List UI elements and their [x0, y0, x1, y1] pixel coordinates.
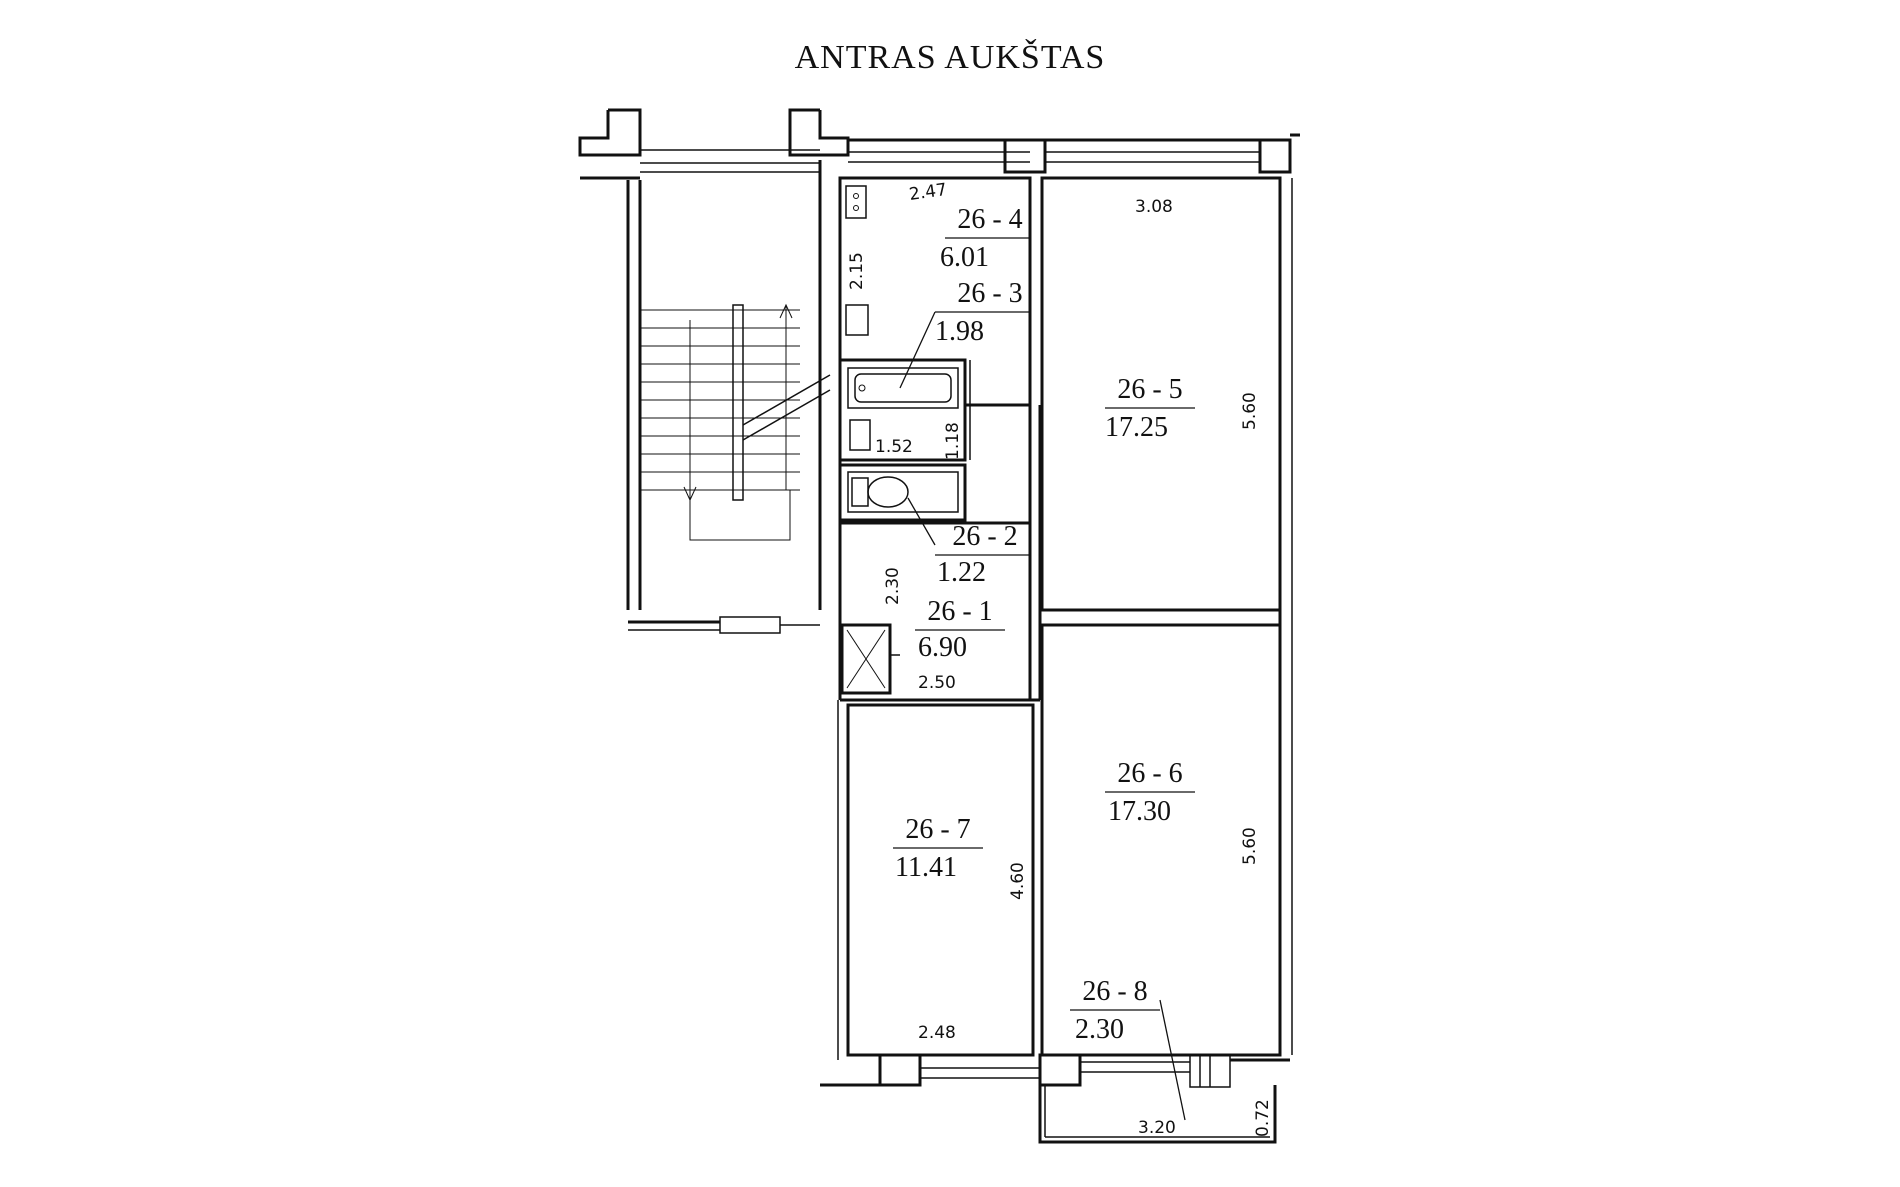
dim-room5-depth: 5.60: [1240, 392, 1260, 430]
dim-kitchen-width: 2.47: [908, 180, 948, 205]
room-id: 26 - 7: [905, 814, 970, 845]
apartment-walls: [820, 133, 1300, 1144]
room-id: 26 - 6: [1117, 758, 1182, 789]
plan-title: ANTRAS AUKŠTAS: [795, 38, 1106, 76]
room-id: 26 - 4: [957, 204, 1022, 235]
room-area: 6.01: [940, 242, 989, 273]
dim-kitchen-depth: 2.15: [847, 252, 867, 290]
dim-room7-width: 2.48: [918, 1023, 956, 1043]
leader-lines: [899, 311, 1186, 1121]
room-id: 26 - 3: [957, 278, 1022, 309]
room-area: 11.41: [895, 852, 957, 883]
dim-hall-depth: 2.30: [883, 567, 903, 605]
room-26-2: 26 - 2 1.22: [935, 521, 1030, 588]
dim-room7-depth: 4.60: [1008, 862, 1028, 900]
dim-bath-width: 1.52: [875, 437, 913, 457]
dim-room5-width: 3.08: [1135, 197, 1173, 217]
kitchen-fixtures: [845, 185, 869, 336]
dim-balcony-width: 3.20: [1138, 1118, 1176, 1138]
dim-hall-width: 2.50: [918, 673, 956, 693]
room-26-1: 26 - 1 6.90: [915, 596, 1005, 663]
room-26-8: 26 - 8 2.30: [1070, 976, 1160, 1045]
room-id: 26 - 8: [1082, 976, 1147, 1007]
dim-room6-depth: 5.60: [1240, 827, 1260, 865]
room-id: 26 - 5: [1117, 374, 1182, 405]
dimensions: 2.47 2.15 3.08 5.60 1.52 1.18 2.30 2.50 …: [847, 180, 1273, 1138]
dim-balcony-depth: 0.72: [1253, 1099, 1273, 1137]
stairwell: [578, 108, 850, 634]
room-area: 6.90: [918, 632, 967, 663]
room-26-4: 26 - 4 6.01: [940, 204, 1030, 273]
bathroom-block: [838, 358, 1030, 522]
room-area: 17.25: [1105, 412, 1168, 443]
room-26-5: 26 - 5 17.25: [1105, 374, 1195, 443]
room-area: 1.98: [935, 316, 984, 347]
room-id: 26 - 1: [927, 596, 992, 627]
room-26-6: 26 - 6 17.30: [1105, 758, 1195, 827]
dim-bath-depth: 1.18: [943, 422, 963, 460]
room-area: 2.30: [1075, 1014, 1124, 1045]
room-26-7: 26 - 7 11.41: [893, 814, 983, 883]
room-area: 17.30: [1108, 796, 1171, 827]
room-id: 26 - 2: [952, 521, 1017, 552]
shaft: [840, 623, 900, 695]
room-26-3: 26 - 3 1.98: [935, 278, 1030, 347]
room-area: 1.22: [937, 557, 986, 588]
